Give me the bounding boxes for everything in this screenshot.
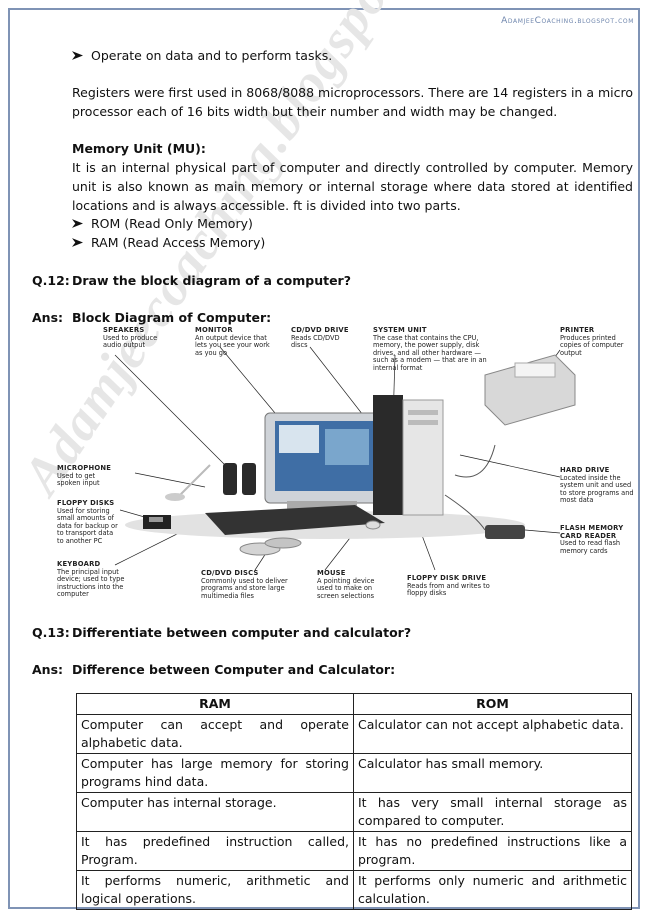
memory-item-label: RAM (Read Access Memory) [91, 235, 266, 250]
table-row: Computer can accept and operate alphabet… [76, 714, 632, 754]
table-cell: Computer can accept and operate alphabet… [76, 714, 354, 754]
bullet-text: Operate on data and to perform tasks. [91, 48, 333, 63]
memory-heading: Memory Unit (MU): [72, 141, 206, 156]
memory-item-label: ROM (Read Only Memory) [91, 216, 253, 231]
bullet-operate: Operate on data and to perform tasks. [72, 46, 332, 65]
q13-ans: Ans: [32, 662, 64, 677]
table-cell: Computer has large memory for storing pr… [76, 753, 354, 793]
table-header: RAM [76, 693, 354, 715]
q13-number: Q.13: [32, 625, 70, 640]
table-cell: Calculator can not accept alphabetic dat… [353, 714, 632, 754]
registers-paragraph: Registers were first used in 8068/8088 m… [72, 85, 633, 119]
q12-ans-text: Block Diagram of Computer: [72, 310, 272, 325]
memory-item-rom: ROM (Read Only Memory) [72, 214, 253, 233]
table-header: ROM [353, 693, 632, 715]
table-cell: It has very small internal storage as co… [353, 792, 632, 832]
table-cell: Computer has internal storage. [76, 792, 354, 832]
arrow-bullet-icon [72, 238, 83, 247]
table-cell: It performs numeric, arithmetic and logi… [76, 870, 354, 910]
table-header-row: RAM ROM [76, 693, 632, 715]
table-row: It performs numeric, arithmetic and logi… [76, 870, 632, 910]
site-header: AdamjeeCoaching.blogspot.com [501, 16, 634, 26]
table-row: Computer has large memory for storing pr… [76, 753, 632, 793]
q13-ans-text: Difference between Computer and Calculat… [72, 662, 396, 677]
q12-number: Q.12: [32, 273, 70, 288]
arrow-bullet-icon [72, 51, 83, 60]
arrow-bullet-icon [72, 219, 83, 228]
table-row: It has predefined instruction called, Pr… [76, 831, 632, 871]
memory-paragraph: It is an internal physical part of compu… [72, 160, 633, 213]
computer-illustration [114, 346, 576, 571]
table-cell: Calculator has small memory. [353, 753, 632, 793]
q12-ans: Ans: [32, 310, 64, 325]
comparison-table: RAM ROM Computer can accept and operate … [76, 693, 632, 910]
table-cell: It has no predefined instructions like a… [353, 831, 632, 871]
q12-text: Draw the block diagram of a computer? [72, 273, 351, 288]
table-cell: It performs only numeric and arithmetic … [353, 870, 632, 910]
memory-item-ram: RAM (Read Access Memory) [72, 233, 265, 252]
table-row: Computer has internal storage. It has ve… [76, 792, 632, 832]
table-cell: It has predefined instruction called, Pr… [76, 831, 354, 871]
q13-text: Differentiate between computer and calcu… [72, 625, 412, 640]
